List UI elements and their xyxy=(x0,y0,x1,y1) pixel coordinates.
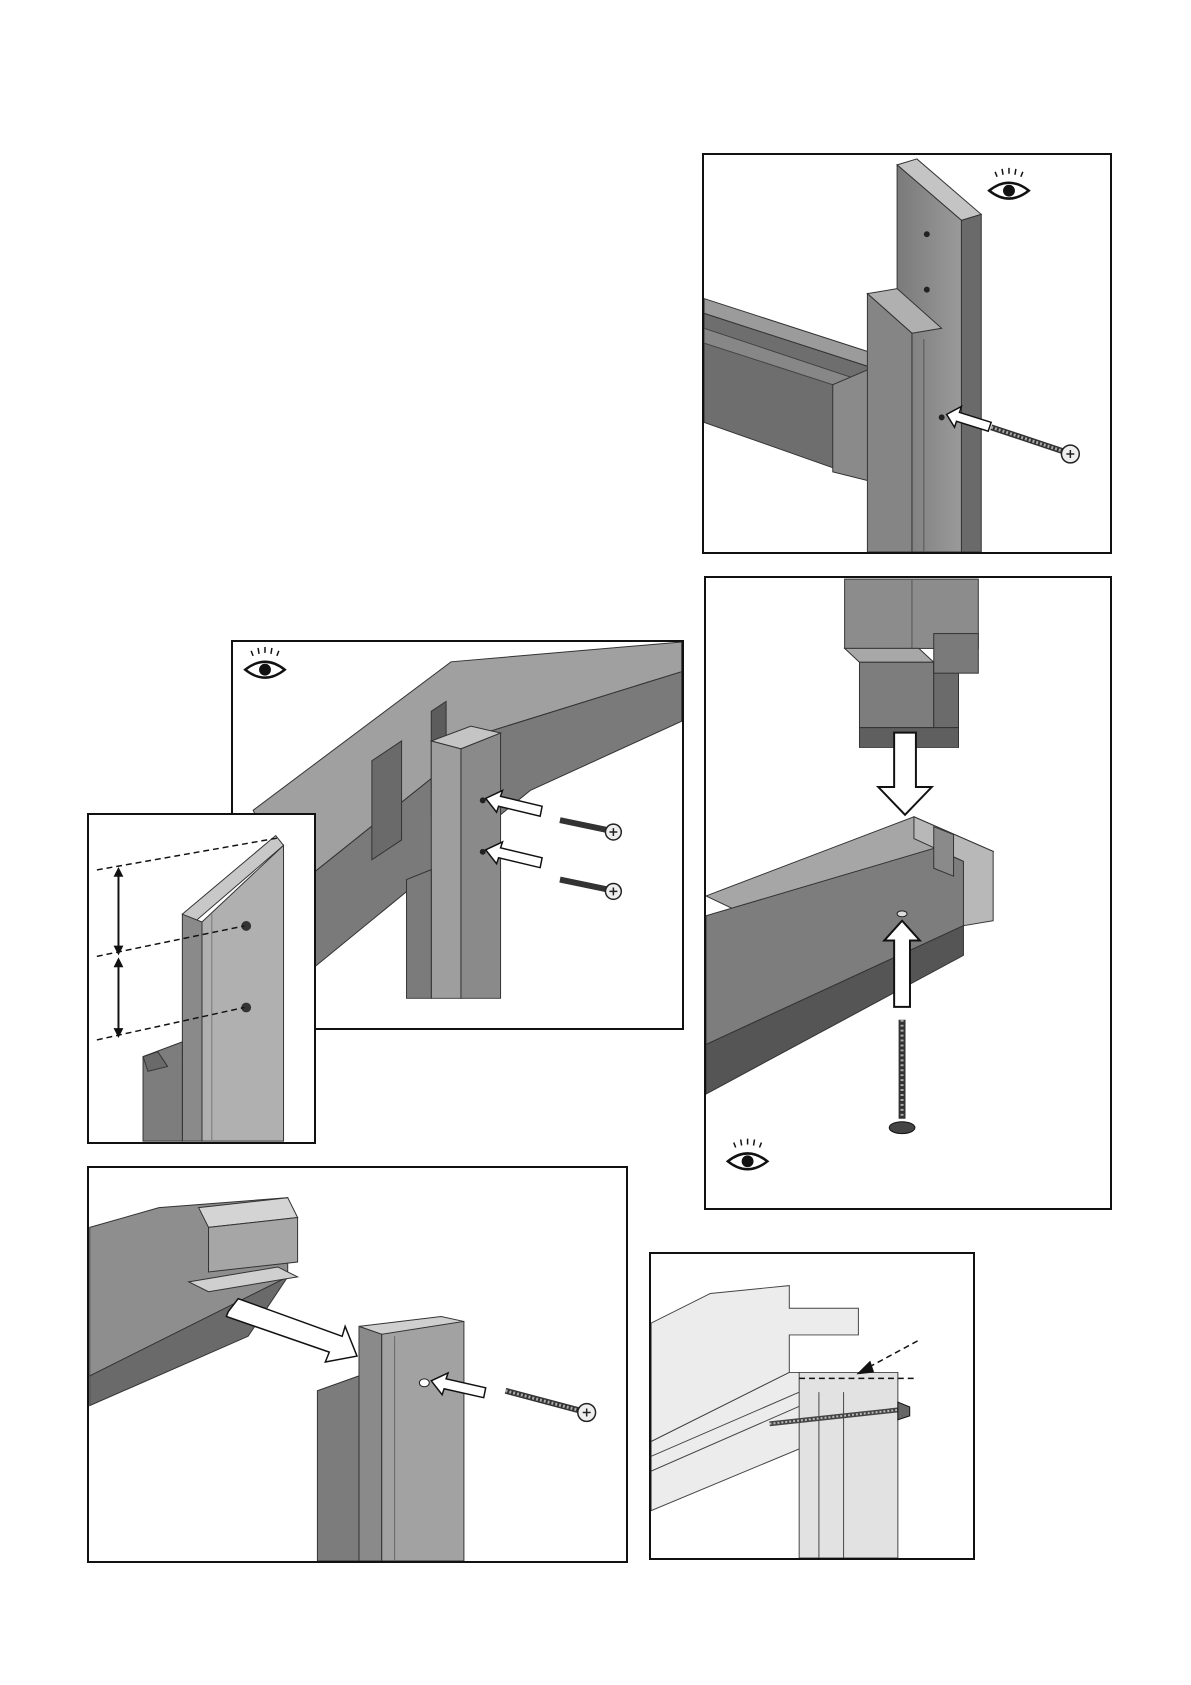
screw-icon xyxy=(560,880,621,900)
dimension-arrow-icon xyxy=(114,957,124,1038)
panel-post-onto-rail xyxy=(704,576,1112,1210)
vertical-post xyxy=(867,159,981,552)
post-upper xyxy=(845,579,979,747)
dimension-arrow-icon xyxy=(114,867,124,955)
horizontal-rail xyxy=(704,299,872,482)
eye-icon xyxy=(245,647,285,678)
vertical-post xyxy=(143,836,284,1142)
pointer-arrow-icon xyxy=(856,1341,917,1375)
eye-icon xyxy=(989,168,1029,199)
horizontal-rail xyxy=(90,1198,298,1406)
panel-screw-ghost-view xyxy=(649,1252,975,1560)
panel-post-rail-side-screw xyxy=(702,153,1112,554)
eye-icon xyxy=(728,1139,768,1170)
screw-icon xyxy=(505,1391,595,1422)
screw-icon xyxy=(991,427,1079,463)
panel-hole-spacing-detail xyxy=(87,813,316,1144)
horizontal-rail xyxy=(706,817,993,1094)
screw-icon xyxy=(889,1020,915,1134)
panel-rail-into-post xyxy=(87,1166,628,1563)
screw-icon xyxy=(560,820,621,840)
